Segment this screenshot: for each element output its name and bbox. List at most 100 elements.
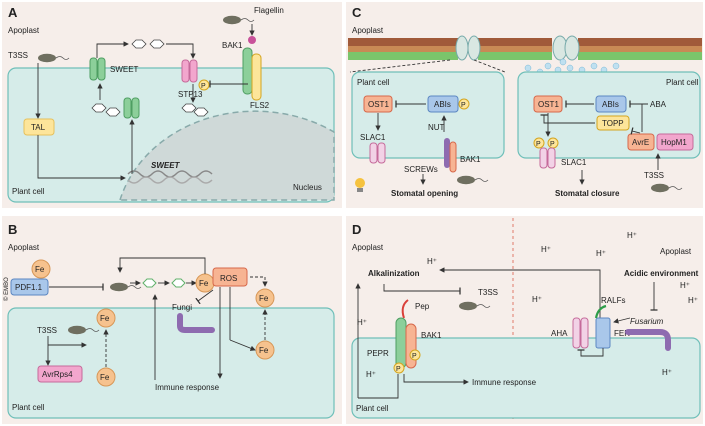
plant-cell-label-d: Plant cell	[356, 404, 389, 413]
apoplast-label-b: Apoplast	[8, 243, 40, 252]
alkalinization-label: Alkalinization	[368, 269, 420, 278]
aha-label: AHA	[551, 329, 568, 338]
panel-a: A Apoplast Nucleus Plant cell T3SS TAL S…	[2, 2, 342, 208]
pep-peptide	[401, 299, 409, 319]
immune-response-label-b: Immune response	[155, 383, 220, 392]
fungi-hypha	[177, 313, 215, 333]
fer-label: FER	[614, 329, 630, 338]
nut-label: NUT	[428, 123, 445, 132]
hplus-8: H⁺	[680, 281, 690, 290]
flagellin-ligand	[248, 36, 256, 44]
panel-b-letter: B	[8, 222, 17, 237]
phosphate-icon-d1	[393, 362, 405, 374]
screws-label: SCREWs	[404, 165, 438, 174]
avrrps4-box	[37, 365, 83, 383]
sweet-protein-label: SWEET	[110, 65, 139, 74]
fe-label-5: Fe	[259, 294, 269, 303]
t3ss-label-b: T3SS	[37, 326, 57, 335]
ost1-label-left: OST1	[368, 100, 389, 109]
panel-a-letter: A	[8, 5, 18, 20]
aha-pump	[572, 317, 581, 349]
siderophore-icons	[142, 278, 186, 288]
ralfs-label: RALFs	[601, 296, 625, 305]
hplus-1: H⁺	[427, 257, 437, 266]
hplus-5: H⁺	[541, 245, 551, 254]
plant-cell-c-left	[351, 71, 505, 159]
fusarium-label: Fusarium	[630, 317, 664, 326]
panel-b: B Apoplast © EMBO Plant cell Fe PDF1.1 F…	[2, 216, 342, 424]
pdf-box	[10, 278, 49, 296]
fls2-receptor	[242, 47, 253, 95]
leaf-epidermis	[348, 35, 702, 61]
hplus-6: H⁺	[596, 249, 606, 258]
abis-box-left	[427, 95, 459, 113]
t3ss-label-d: T3SS	[478, 288, 498, 297]
phosphate-label-c2: P	[536, 141, 541, 148]
slac1-channel-left	[369, 142, 386, 164]
fe-circle-4	[96, 367, 116, 387]
fe-circle-6	[255, 340, 275, 360]
water-droplets	[524, 58, 620, 76]
sweet-transporter	[89, 57, 106, 81]
immune-response-label-d: Immune response	[472, 378, 537, 387]
abis-label-left: ABIs	[434, 100, 451, 109]
bak1-coreceptor-a	[251, 53, 262, 101]
fe-label-3: Fe	[100, 314, 110, 323]
plant-cell-label-c-right: Plant cell	[666, 78, 699, 87]
phosphate-label-c1: P	[461, 102, 466, 109]
topp-label: TOPP	[602, 119, 624, 128]
sugar-icons	[91, 39, 209, 117]
panel-c-letter: C	[352, 5, 362, 20]
nucleus-label: Nucleus	[293, 183, 322, 192]
bak1-label-d: BAK1	[421, 331, 442, 340]
panel-d-letter: D	[352, 222, 361, 237]
ost1-label-right: OST1	[538, 100, 559, 109]
hplus-9: H⁺	[688, 296, 698, 305]
hplus-3: H⁺	[366, 370, 376, 379]
fe-circle-1	[31, 259, 51, 279]
hplus-2: H⁺	[357, 318, 367, 327]
plant-cell-label-b: Plant cell	[12, 403, 45, 412]
phosphate-icon-c2	[533, 137, 545, 149]
phosphate-label-a: P	[201, 83, 206, 90]
plant-cell-c-right	[517, 71, 701, 159]
abis-box-right	[595, 95, 627, 113]
hplus-10: H⁺	[662, 368, 672, 377]
ost1-box-right	[533, 95, 563, 113]
hopm1-box	[656, 133, 694, 151]
lightbulb-icon	[355, 178, 365, 192]
flagellin-label: Flagellin	[254, 6, 284, 15]
stp13-transporter	[181, 59, 198, 83]
ros-box	[212, 267, 248, 287]
fe-circle-3	[96, 308, 116, 328]
acidic-environment-label: Acidic environment	[624, 269, 699, 278]
tal-box	[23, 118, 55, 136]
apoplast-label-a: Apoplast	[8, 26, 40, 35]
fe-circle-5	[255, 288, 275, 308]
pdf-label: PDF1.1	[15, 283, 43, 292]
apoplast-label-c: Apoplast	[352, 26, 384, 35]
hopm1-label: HopM1	[661, 138, 687, 147]
plant-cell-label-c-left: Plant cell	[357, 78, 390, 87]
pep-label: Pep	[415, 302, 430, 311]
credit-label: © EMBO	[3, 277, 10, 301]
plant-cell-b	[7, 307, 335, 419]
stomatal-opening-label: Stomatal opening	[391, 189, 458, 198]
slac1-label-right: SLAC1	[561, 158, 587, 167]
apoplast-label-d-left: Apoplast	[352, 243, 384, 252]
fe-label-1: Fe	[35, 265, 45, 274]
phosphate-icon-a	[198, 79, 210, 91]
fer-receptor	[595, 317, 611, 349]
avre-box	[627, 133, 655, 151]
fe-label-6: Fe	[259, 346, 269, 355]
sweet-gene-label: SWEET	[151, 161, 181, 170]
nut-receptor	[444, 138, 450, 168]
stomatal-closure-label: Stomatal closure	[555, 189, 620, 198]
stp13-label: STP13	[178, 90, 203, 99]
apoplast-label-d-right: Apoplast	[660, 247, 692, 256]
fungi-label: Fungi	[172, 303, 192, 312]
plant-cell-label-a: Plant cell	[12, 187, 45, 196]
phosphate-icon-d2	[409, 349, 421, 361]
avrrps4-label: AvrRps4	[42, 370, 73, 379]
